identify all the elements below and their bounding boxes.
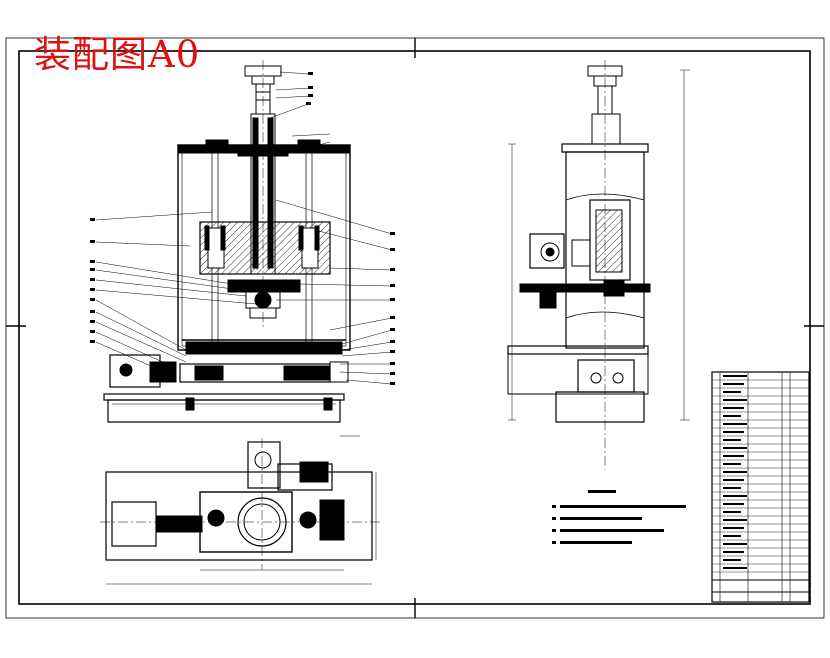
side-view: [507, 60, 690, 470]
parts-list-table: [711, 371, 810, 603]
top-view: [100, 435, 380, 585]
watermark-title: 装配图A0: [34, 33, 201, 76]
inner-frame: [18, 50, 811, 605]
front-view: [90, 60, 395, 423]
centering-marks: [6, 38, 824, 618]
technical-notes: [552, 490, 686, 544]
parts-list-entries: [723, 375, 747, 569]
